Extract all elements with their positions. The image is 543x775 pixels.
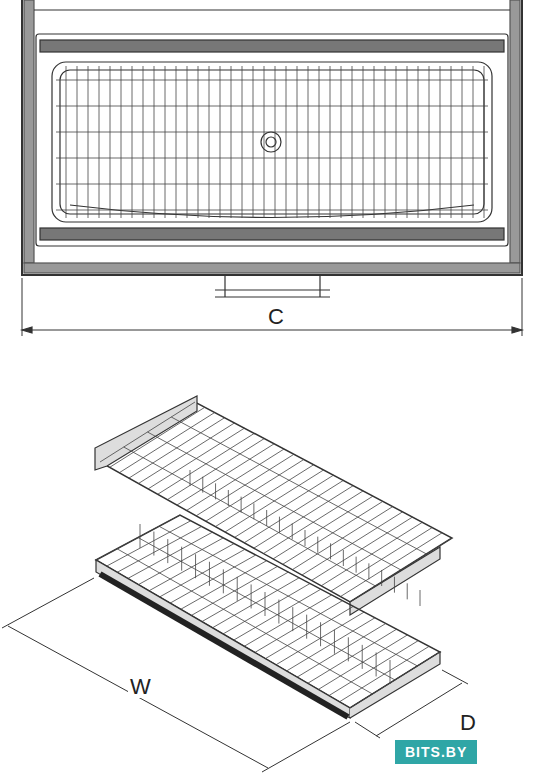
wire [363, 66, 364, 218]
wire [385, 66, 386, 218]
wire [343, 550, 344, 566]
wire [228, 490, 229, 506]
wire [484, 66, 485, 218]
wire [88, 66, 89, 218]
wire [407, 583, 408, 599]
wire [56, 158, 488, 159]
wire [278, 600, 279, 624]
wire [317, 537, 318, 553]
wire [251, 584, 252, 608]
wire [138, 538, 395, 681]
wire [223, 569, 224, 593]
wire [394, 577, 395, 593]
wire [381, 570, 382, 586]
wire [420, 590, 421, 606]
dimension-label: W [128, 676, 153, 698]
wire [56, 80, 488, 81]
wire [209, 66, 210, 218]
wire [56, 132, 488, 133]
wire [220, 66, 221, 218]
wire [190, 470, 191, 486]
wire [330, 66, 331, 218]
wire [320, 622, 321, 646]
wire [77, 66, 78, 218]
wire [362, 645, 363, 669]
wire [143, 66, 144, 218]
wire [266, 510, 267, 526]
wire [407, 66, 408, 218]
wire [356, 557, 357, 573]
wire [368, 563, 369, 579]
wire [148, 432, 402, 570]
wire [306, 615, 307, 639]
dimension-label: C [266, 306, 286, 328]
wire [124, 447, 376, 586]
wire [292, 607, 293, 631]
wire [167, 539, 168, 563]
wire [140, 524, 141, 548]
wire [279, 517, 280, 533]
wire [110, 66, 111, 218]
wire [99, 66, 100, 218]
wire [181, 547, 182, 571]
wire [390, 660, 391, 684]
wire [159, 526, 418, 666]
dimension-label: D [458, 712, 478, 734]
wire [352, 66, 353, 218]
wire [176, 66, 177, 218]
wire [297, 66, 298, 218]
wire [376, 652, 377, 676]
wire [209, 562, 210, 586]
wire [334, 630, 335, 654]
wire [242, 66, 243, 218]
wire [341, 66, 342, 218]
wire [292, 523, 293, 539]
wire [265, 592, 266, 616]
wire [153, 532, 154, 556]
wire [165, 66, 166, 218]
wire [264, 66, 265, 218]
wire [451, 66, 452, 218]
wire [462, 66, 463, 218]
wire [215, 483, 216, 499]
wire [286, 66, 287, 218]
wire [253, 503, 254, 519]
wire [253, 66, 254, 218]
wire [429, 66, 430, 218]
watermark: BITS.BY [395, 740, 477, 764]
wire [330, 543, 331, 559]
wire [305, 530, 306, 546]
wire [66, 66, 67, 218]
wire [473, 66, 474, 218]
wire [202, 477, 203, 493]
wire [121, 66, 122, 218]
wire [187, 66, 188, 218]
wire [56, 210, 488, 211]
wire [440, 66, 441, 218]
wire [237, 577, 238, 601]
wire [348, 637, 349, 661]
wire [319, 66, 320, 218]
wire [56, 184, 488, 185]
wire [396, 66, 397, 218]
wire [308, 66, 309, 218]
wire [195, 554, 196, 578]
wire [374, 66, 375, 218]
wire [132, 66, 133, 218]
wire [231, 66, 232, 218]
wire [241, 497, 242, 513]
wire [56, 106, 488, 107]
wire [275, 66, 276, 218]
wire [418, 66, 419, 218]
wire [198, 66, 199, 218]
wire [154, 66, 155, 218]
